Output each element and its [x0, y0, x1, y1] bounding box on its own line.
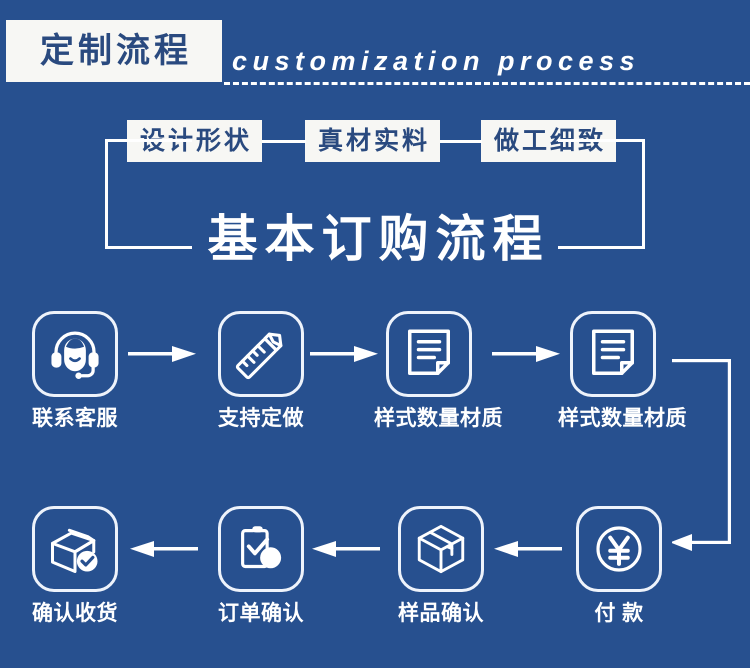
step-confirm-receipt: 确认收货	[20, 506, 130, 624]
header-dashed-divider	[224, 82, 750, 85]
step-label: 样式数量材质	[558, 407, 687, 430]
step-label: 订单确认	[218, 602, 304, 625]
bracket-left	[105, 139, 192, 249]
arrow-right-1	[128, 345, 198, 363]
page-title: 定制流程	[40, 32, 192, 70]
headset-support-icon	[32, 311, 118, 397]
step-payment: 付 款	[564, 506, 674, 624]
feature-box-design-shape: 设计形状	[127, 120, 262, 162]
arrow-right-2	[310, 345, 380, 363]
feature-connector-line	[440, 140, 482, 143]
yuan-coin-icon	[576, 506, 662, 592]
step-label: 联系客服	[32, 407, 118, 430]
step-label: 确认收货	[32, 602, 118, 625]
arrow-left-1	[128, 540, 198, 558]
document-lines-icon	[570, 311, 656, 397]
bracket-right	[558, 139, 645, 249]
step-order-confirm: 订单确认	[206, 506, 316, 624]
open-box-check-icon	[32, 506, 118, 592]
step-sample-confirm: 样品确认	[386, 506, 496, 624]
arrow-left-2	[310, 540, 380, 558]
document-lines-icon	[386, 311, 472, 397]
section-heading: 基本订购流程	[207, 211, 550, 267]
feature-connector-line	[262, 140, 306, 143]
step-style-qty-material-1: 样式数量材质	[374, 311, 503, 430]
feature-box-real-materials: 真材实料	[305, 120, 440, 162]
wrap-around-connector	[672, 359, 734, 562]
clipboard-check-icon	[218, 506, 304, 592]
step-custom-made: 支持定做	[206, 311, 316, 429]
step-label: 样式数量材质	[374, 407, 503, 430]
step-contact-support: 联系客服	[20, 311, 130, 429]
feature-box-label: 真材实料	[317, 126, 430, 155]
closed-box-icon	[398, 506, 484, 592]
arrow-left-3	[492, 540, 562, 558]
step-style-qty-material-2: 样式数量材质	[558, 311, 687, 430]
step-label: 支持定做	[218, 407, 304, 430]
arrow-right-3	[492, 345, 562, 363]
ruler-pencil-icon	[218, 311, 304, 397]
page-title-box: 定制流程	[6, 20, 222, 82]
step-label: 样品确认	[398, 602, 484, 625]
page-subtitle: customization process	[232, 46, 641, 76]
step-label: 付 款	[594, 602, 644, 625]
